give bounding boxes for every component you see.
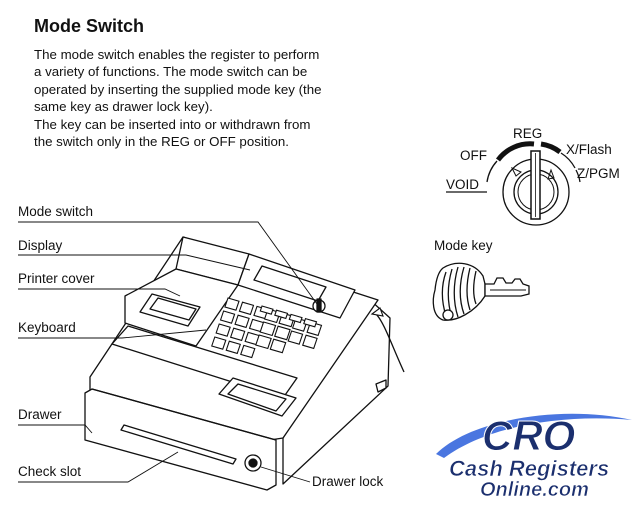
switch-position-labels: REG OFF X/Flash Z/PGM VOID	[446, 126, 620, 193]
callout-lines	[18, 221, 318, 483]
key-bow	[432, 262, 486, 321]
position-label-reg: REG	[513, 126, 542, 141]
power-cable	[375, 313, 405, 373]
mode-key-label: Mode key	[434, 238, 493, 253]
key-ridge	[466, 267, 471, 311]
keypad-key	[274, 309, 289, 320]
description-line: the switch only in the REG or OFF positi…	[34, 134, 289, 150]
description-line: operated by inserting the supplied mode …	[34, 81, 322, 97]
key-blade	[484, 277, 530, 297]
position-label-void: VOID	[446, 177, 479, 192]
callout-labels: Mode switch Display Printer cover Keyboa…	[18, 204, 384, 489]
key-ridge	[459, 266, 465, 315]
callout-line-printer-cover	[18, 288, 181, 297]
callout-line-display	[18, 254, 251, 271]
register-foot	[375, 379, 387, 393]
key-ridge	[473, 270, 477, 305]
callout-display: Display	[18, 238, 63, 253]
callout-printer-cover: Printer cover	[18, 271, 95, 286]
switch-arc-off	[495, 141, 535, 162]
callout-drawer: Drawer	[18, 407, 62, 422]
keypad-key	[269, 338, 287, 354]
keypad-key	[259, 305, 274, 315]
switch-arc-void	[486, 160, 498, 183]
receipt-slot	[149, 297, 197, 321]
keypad-key	[287, 330, 304, 345]
section-heading: Mode Switch	[34, 16, 145, 36]
position-tick	[547, 168, 555, 180]
keypad-key	[225, 340, 242, 355]
cable-plug	[370, 307, 384, 317]
drawer-top-edge	[91, 388, 277, 441]
coin-tray-inner	[227, 383, 287, 412]
key-ridge	[453, 266, 459, 318]
logo-line2: Online.com	[480, 479, 589, 501]
callout-mode-switch: Mode switch	[18, 204, 93, 219]
position-label-off: OFF	[460, 148, 487, 163]
callout-line-drawer-lock	[260, 466, 311, 483]
keypad-key	[234, 314, 250, 329]
callout-drawer-lock: Drawer lock	[312, 474, 384, 489]
check-slot	[120, 424, 237, 465]
keypad-key	[215, 323, 231, 337]
key-ring-hole	[442, 309, 454, 321]
callout-check-slot: Check slot	[18, 464, 81, 479]
switch-arc-x	[560, 152, 576, 169]
logo-line1: Cash Registers	[449, 456, 609, 481]
keyboard	[211, 297, 323, 359]
keypad-key	[238, 301, 255, 316]
cash-register-illustration	[84, 236, 391, 491]
keypad-key	[301, 334, 318, 350]
cro-logo: CRO Cash Registers Online.com	[436, 412, 632, 501]
position-label-z-pgm: Z/PGM	[577, 166, 620, 181]
description-line: same key as drawer lock key).	[34, 99, 213, 115]
keypad-key	[288, 313, 303, 324]
callout-line-keyboard	[18, 329, 207, 339]
drawer-lock-core	[248, 458, 258, 468]
keypad-key	[229, 327, 246, 342]
keypad-key	[303, 317, 318, 328]
keypad-key	[255, 334, 272, 350]
mode-key-illustration	[432, 262, 530, 321]
keypad-key	[259, 321, 277, 337]
position-label-x-flash: X/Flash	[566, 142, 612, 157]
callout-line-mode-switch	[18, 221, 318, 305]
switch-arc-z	[575, 169, 581, 183]
description-line: The mode switch enables the register to …	[34, 47, 320, 62]
keypad-key	[211, 336, 227, 350]
description-line: a variety of functions. The mode switch …	[34, 64, 308, 80]
keypad-key	[273, 325, 291, 341]
callout-line-check-slot	[18, 451, 179, 483]
keypad-key	[240, 344, 256, 359]
keypad-key	[224, 297, 240, 311]
keypad-key	[219, 310, 236, 324]
switch-arc-reg	[540, 141, 562, 155]
mode-switch-dial	[486, 141, 581, 226]
callout-keyboard: Keyboard	[18, 320, 76, 335]
position-tick	[510, 166, 522, 177]
logo-mark: CRO	[482, 412, 575, 459]
logo-swoosh	[436, 413, 632, 458]
mode-switch-key	[316, 298, 322, 313]
callout-line-drawer	[18, 424, 93, 434]
description-line: The key can be inserted into or withdraw…	[34, 116, 311, 132]
palm-rest	[111, 325, 298, 399]
section-description: The mode switch enables the register to …	[34, 46, 374, 150]
